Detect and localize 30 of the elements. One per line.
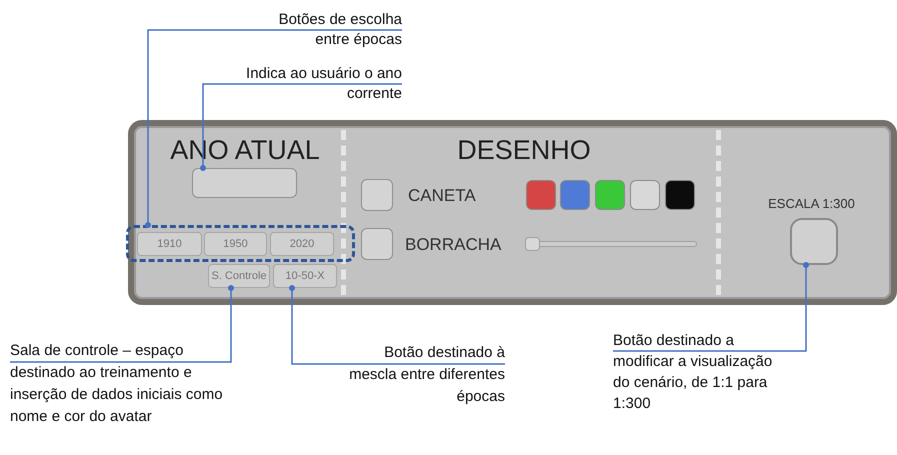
era-button: S. Controle [208, 264, 270, 288]
section-heading: DESENHO [456, 134, 592, 167]
option-label: CANETA [408, 185, 477, 207]
leader-line [145, 29, 402, 228]
callout-text: Botões de escolha entre épocas [252, 10, 402, 50]
color-swatch [595, 180, 625, 210]
control-panel [128, 120, 897, 305]
checkbox [361, 179, 393, 211]
callout-text: Indica ao usuário o ano corrente [200, 64, 402, 104]
color-swatch [560, 180, 590, 210]
callout-text: Sala de controle – espaço destinado ao treinamento e inserção de dados iniciais como nome e cor do avatar [10, 340, 235, 428]
era-button: 2020 [270, 232, 334, 256]
leader-line [10, 285, 234, 363]
option-label: ESCALA 1:300 [767, 195, 856, 213]
callout-text: Botão destinado a modificar a visualização do cenário, de 1:1 para 1:300 [613, 330, 778, 414]
checkbox [361, 228, 393, 260]
option-label: BORRACHA [405, 234, 502, 256]
year-display-field [192, 168, 297, 198]
scale-button [790, 218, 838, 265]
era-button: 1910 [137, 232, 202, 256]
callout-text: Botão destinado à mescla entre diferentes épocas [345, 342, 505, 408]
color-swatch [630, 180, 660, 210]
era-selection-highlight [126, 225, 355, 262]
leader-line [613, 262, 809, 352]
era-button: 1950 [204, 232, 267, 256]
leader-line [289, 285, 505, 365]
era-button: 10-50-X [273, 264, 337, 288]
color-swatch [526, 180, 556, 210]
color-swatch [665, 180, 695, 210]
leader-line [200, 83, 402, 171]
